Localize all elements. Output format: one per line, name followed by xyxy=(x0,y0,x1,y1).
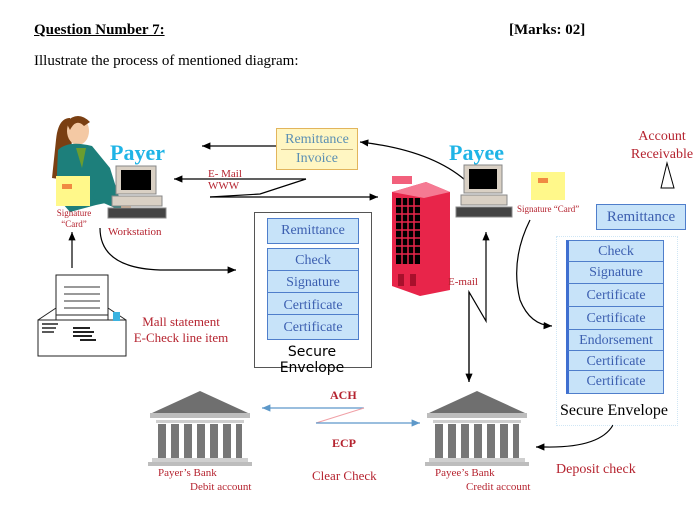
payee-bank-label: Payee’s Bank xyxy=(435,467,495,479)
arrow-envelope-to-bank xyxy=(536,424,614,451)
email-zigzag xyxy=(209,178,307,198)
question-marks: [Marks: 02] xyxy=(509,22,586,38)
ach-ecp-link xyxy=(315,407,365,424)
email-payee-line xyxy=(468,232,490,382)
mail-statement-line2: E-Check line item xyxy=(133,330,229,345)
payer-signature-card-icon xyxy=(56,176,90,206)
payer-workstation-icon xyxy=(107,165,167,219)
account-receivable-arrow xyxy=(660,161,675,189)
payer-envelope-item-certificate-1: Certificate xyxy=(267,292,359,316)
payer-envelope-item-remittance: Remittance xyxy=(267,218,359,244)
payee-envelope-item-certificate-4: Certificate xyxy=(566,370,664,394)
payer-card-label-line2: “Card” xyxy=(61,219,87,229)
payee-envelope-label: Secure Envelope xyxy=(560,402,668,419)
arrow-payee-to-invoice xyxy=(359,139,466,181)
payer-bank-label: Payer’s Bank xyxy=(158,467,217,479)
payee-card-label: Signature “Card” xyxy=(517,204,580,214)
payer-envelope-item-certificate-2: Certificate xyxy=(267,314,359,340)
payer-envelope-item-check: Check xyxy=(267,248,359,272)
remittance-invoice-line2: Invoice xyxy=(296,151,338,166)
mail-statement-line1: Mall statement xyxy=(142,314,220,329)
mail-statement-label: Mall statement E-Check line item xyxy=(128,314,234,346)
remittance-invoice-box: Remittance Invoice xyxy=(276,128,358,170)
arrow-payer-to-envelope xyxy=(99,227,236,274)
payer-card-label: Signature “Card” xyxy=(52,208,96,230)
ecp-label: ECP xyxy=(332,436,356,450)
www-label: WWW xyxy=(208,180,240,192)
payee-remittance-box: Remittance xyxy=(596,204,686,230)
payee-bank-credit-label: Credit account xyxy=(466,481,531,493)
payer-envelope-label: Secure Envelope xyxy=(279,344,345,376)
payee-workstation-icon xyxy=(455,164,513,218)
payee-email-label: E-mail xyxy=(448,276,478,288)
ach-label: ACH xyxy=(330,388,357,402)
payee-envelope-item-check: Check xyxy=(566,240,664,262)
payer-label: Payer xyxy=(110,140,165,165)
deposit-check-label: Deposit check xyxy=(556,462,636,477)
payee-signature-card-icon xyxy=(531,172,565,200)
payee-envelope-item-certificate-1: Certificate xyxy=(566,283,664,307)
email-label: E- Mail xyxy=(208,168,242,180)
payer-envelope-item-signature: Signature xyxy=(267,270,359,294)
remittance-invoice-line1: Remittance xyxy=(285,132,349,147)
account-receivable-line1: Account xyxy=(638,129,686,144)
arrow-card-to-envelope xyxy=(516,219,553,330)
payee-envelope-item-signature: Signature xyxy=(566,261,664,284)
clear-check-label: Clear Check xyxy=(312,468,377,483)
payee-bank-icon xyxy=(425,391,529,466)
payee-envelope-item-certificate-2: Certificate xyxy=(566,306,664,330)
account-receivable-label: Account Receivable xyxy=(624,128,700,164)
workstation-label: Workstation xyxy=(108,226,162,238)
payee-secure-envelope xyxy=(556,236,678,426)
payee-envelope-item-certificate-3: Certificate xyxy=(566,350,664,371)
payee-envelope-item-endorsement: Endorsement xyxy=(566,329,664,351)
email-www-label: E- Mail WWW xyxy=(208,168,242,192)
payer-bank-icon xyxy=(148,391,252,466)
building-icon xyxy=(392,176,450,296)
question-instruction: Illustrate the process of mentioned diag… xyxy=(34,53,299,69)
question-title: Question Number 7: xyxy=(34,22,165,38)
mail-statement-icon xyxy=(37,274,127,357)
account-receivable-line2: Receivable xyxy=(630,147,694,162)
payee-label: Payee xyxy=(449,140,504,165)
payer-bank-debit-label: Debit account xyxy=(190,481,252,493)
payer-card-label-line1: Signature xyxy=(56,208,92,218)
